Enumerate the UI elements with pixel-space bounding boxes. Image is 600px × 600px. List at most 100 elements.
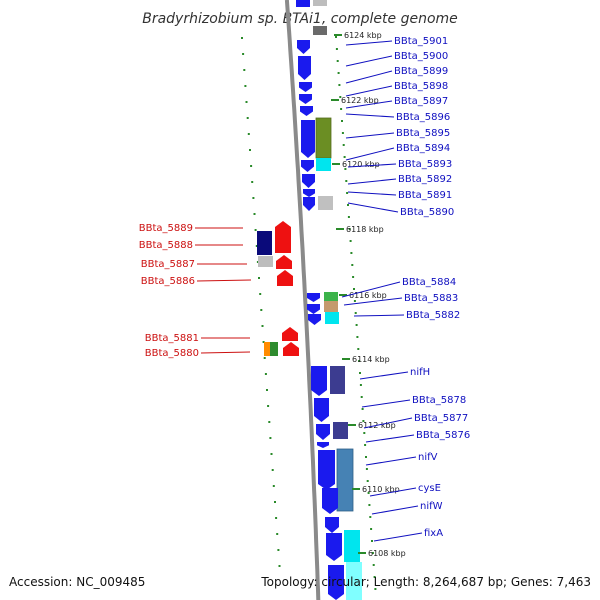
- left-ruler-dot: [246, 117, 249, 119]
- label-leader-line: [200, 351, 251, 354]
- right-ruler-dot: [371, 540, 373, 542]
- label-leader-line: [365, 434, 415, 443]
- reverse-gene-label: BBta_5880: [145, 348, 199, 359]
- right-ruler-dot: [359, 384, 362, 386]
- forward-gene-arrow: [326, 533, 342, 561]
- scale-tick-mark: [342, 358, 350, 360]
- forward-gene-arrow: [308, 314, 321, 325]
- right-ruler-dot: [372, 564, 375, 566]
- genome-backbone: [284, 0, 321, 600]
- forward-gene-arrow: [328, 565, 344, 600]
- forward-gene-arrow: [314, 398, 329, 422]
- feature-blocks: [257, 0, 362, 600]
- feature-block: [318, 196, 333, 210]
- right-ruler-dot: [339, 96, 342, 98]
- left-ruler-dot: [266, 389, 268, 391]
- left-ruler-dot: [241, 37, 243, 39]
- forward-gene-label: BBta_5878: [412, 395, 466, 406]
- forward-gene-label: nifH: [410, 367, 430, 378]
- forward-gene-arrow: [302, 174, 315, 188]
- label-leader-line: [347, 202, 399, 213]
- right-ruler-dot: [335, 36, 337, 38]
- forward-gene-label: BBta_5895: [396, 128, 450, 139]
- right-ruler-dot: [342, 144, 345, 146]
- forward-gene-label: BBta_5896: [396, 112, 450, 123]
- forward-gene-arrow: [318, 450, 335, 490]
- left-ruler-dot: [252, 197, 255, 199]
- right-ruler-dot: [341, 120, 343, 122]
- scale-tick-label: 6122 kbp: [341, 96, 379, 105]
- label-leader-line: [345, 40, 393, 46]
- left-ruler-dot: [267, 405, 270, 407]
- right-ruler-dot: [359, 372, 361, 374]
- left-ruler-dot: [261, 325, 264, 327]
- label-leader-line: [371, 505, 419, 515]
- right-ruler-dot: [347, 216, 350, 218]
- backbone-line: [284, 0, 321, 600]
- right-ruler-dot: [368, 504, 371, 506]
- right-ruler-dot: [354, 312, 357, 314]
- forward-gene-label: BBta_5891: [398, 190, 452, 201]
- scale-tick-mark: [358, 552, 366, 554]
- forward-gene-label: BBta_5901: [394, 36, 448, 47]
- scale-tick-mark: [339, 294, 347, 296]
- right-ruler-dot: [365, 468, 368, 470]
- reverse-feature-block: [257, 231, 272, 255]
- forward-gene-arrow: [298, 56, 311, 80]
- reverse-gene-label: BBta_5881: [145, 333, 199, 344]
- reverse-gene-arrow: [277, 270, 293, 286]
- scale-tick-mark: [334, 34, 342, 36]
- scale-tick-label: 6116 kbp: [349, 291, 387, 300]
- feature-block: [313, 0, 327, 6]
- label-leader-line: [345, 100, 393, 109]
- forward-gene-label: nifW: [420, 501, 443, 512]
- left-ruler-dot: [250, 165, 253, 167]
- label-leader-line: [347, 178, 397, 185]
- reverse-gene-arrow: [276, 255, 292, 269]
- left-ruler-dot: [260, 309, 263, 311]
- forward-gene-arrow: [300, 106, 313, 116]
- feature-block: [296, 0, 310, 7]
- label-leader-line: [341, 281, 401, 298]
- right-ruler-dot: [355, 324, 358, 326]
- feature-block: [346, 562, 362, 600]
- forward-gene-label: nifV: [418, 452, 438, 463]
- left-ruler-dot: [242, 53, 245, 55]
- reverse-gene-label: BBta_5887: [141, 259, 195, 270]
- scale-tick-mark: [348, 424, 356, 426]
- right-ruler-dot: [371, 552, 374, 554]
- forward-gene-label: BBta_5894: [396, 143, 450, 154]
- label-leader-line: [347, 191, 397, 196]
- reverse-feature-block: [270, 342, 278, 356]
- left-ruler-dot: [259, 293, 262, 295]
- right-ruler-dot: [374, 588, 377, 590]
- gene-labels: BBta_5901BBta_5900BBta_5899BBta_5898BBta…: [139, 36, 470, 542]
- right-ruler-dot: [345, 180, 348, 182]
- right-ruler-dot: [336, 60, 339, 62]
- feature-block: [324, 301, 338, 312]
- scale-tick-mark: [336, 228, 344, 230]
- left-ruler-dot: [243, 69, 246, 71]
- reverse-gene-label: BBta_5886: [141, 276, 195, 287]
- forward-gene-arrow: [299, 82, 312, 92]
- label-leader-line: [363, 417, 413, 429]
- right-ruler-dot: [360, 396, 363, 398]
- left-ruler-dot: [244, 85, 247, 87]
- feature-block: [333, 422, 348, 439]
- left-ruler-dot: [269, 437, 272, 439]
- left-ruler-dot: [263, 357, 266, 359]
- forward-gene-label: BBta_5882: [406, 310, 460, 321]
- feature-block: [324, 292, 338, 301]
- label-leader-line: [365, 456, 417, 466]
- forward-gene-arrow: [317, 442, 329, 448]
- reverse-gene-arrow: [283, 342, 299, 356]
- forward-gene-label: cysE: [418, 483, 441, 494]
- map-title: Bradyrhizobium sp. BTAi1, complete genom…: [142, 11, 458, 27]
- left-ruler-dot: [249, 149, 251, 151]
- forward-gene-arrow: [307, 304, 320, 314]
- left-ruler-dot: [251, 181, 254, 183]
- tick-dots: [241, 36, 377, 590]
- right-ruler-dot: [366, 480, 369, 482]
- forward-gene-arrow: [303, 189, 315, 197]
- forward-gene-label: BBta_5900: [394, 51, 448, 62]
